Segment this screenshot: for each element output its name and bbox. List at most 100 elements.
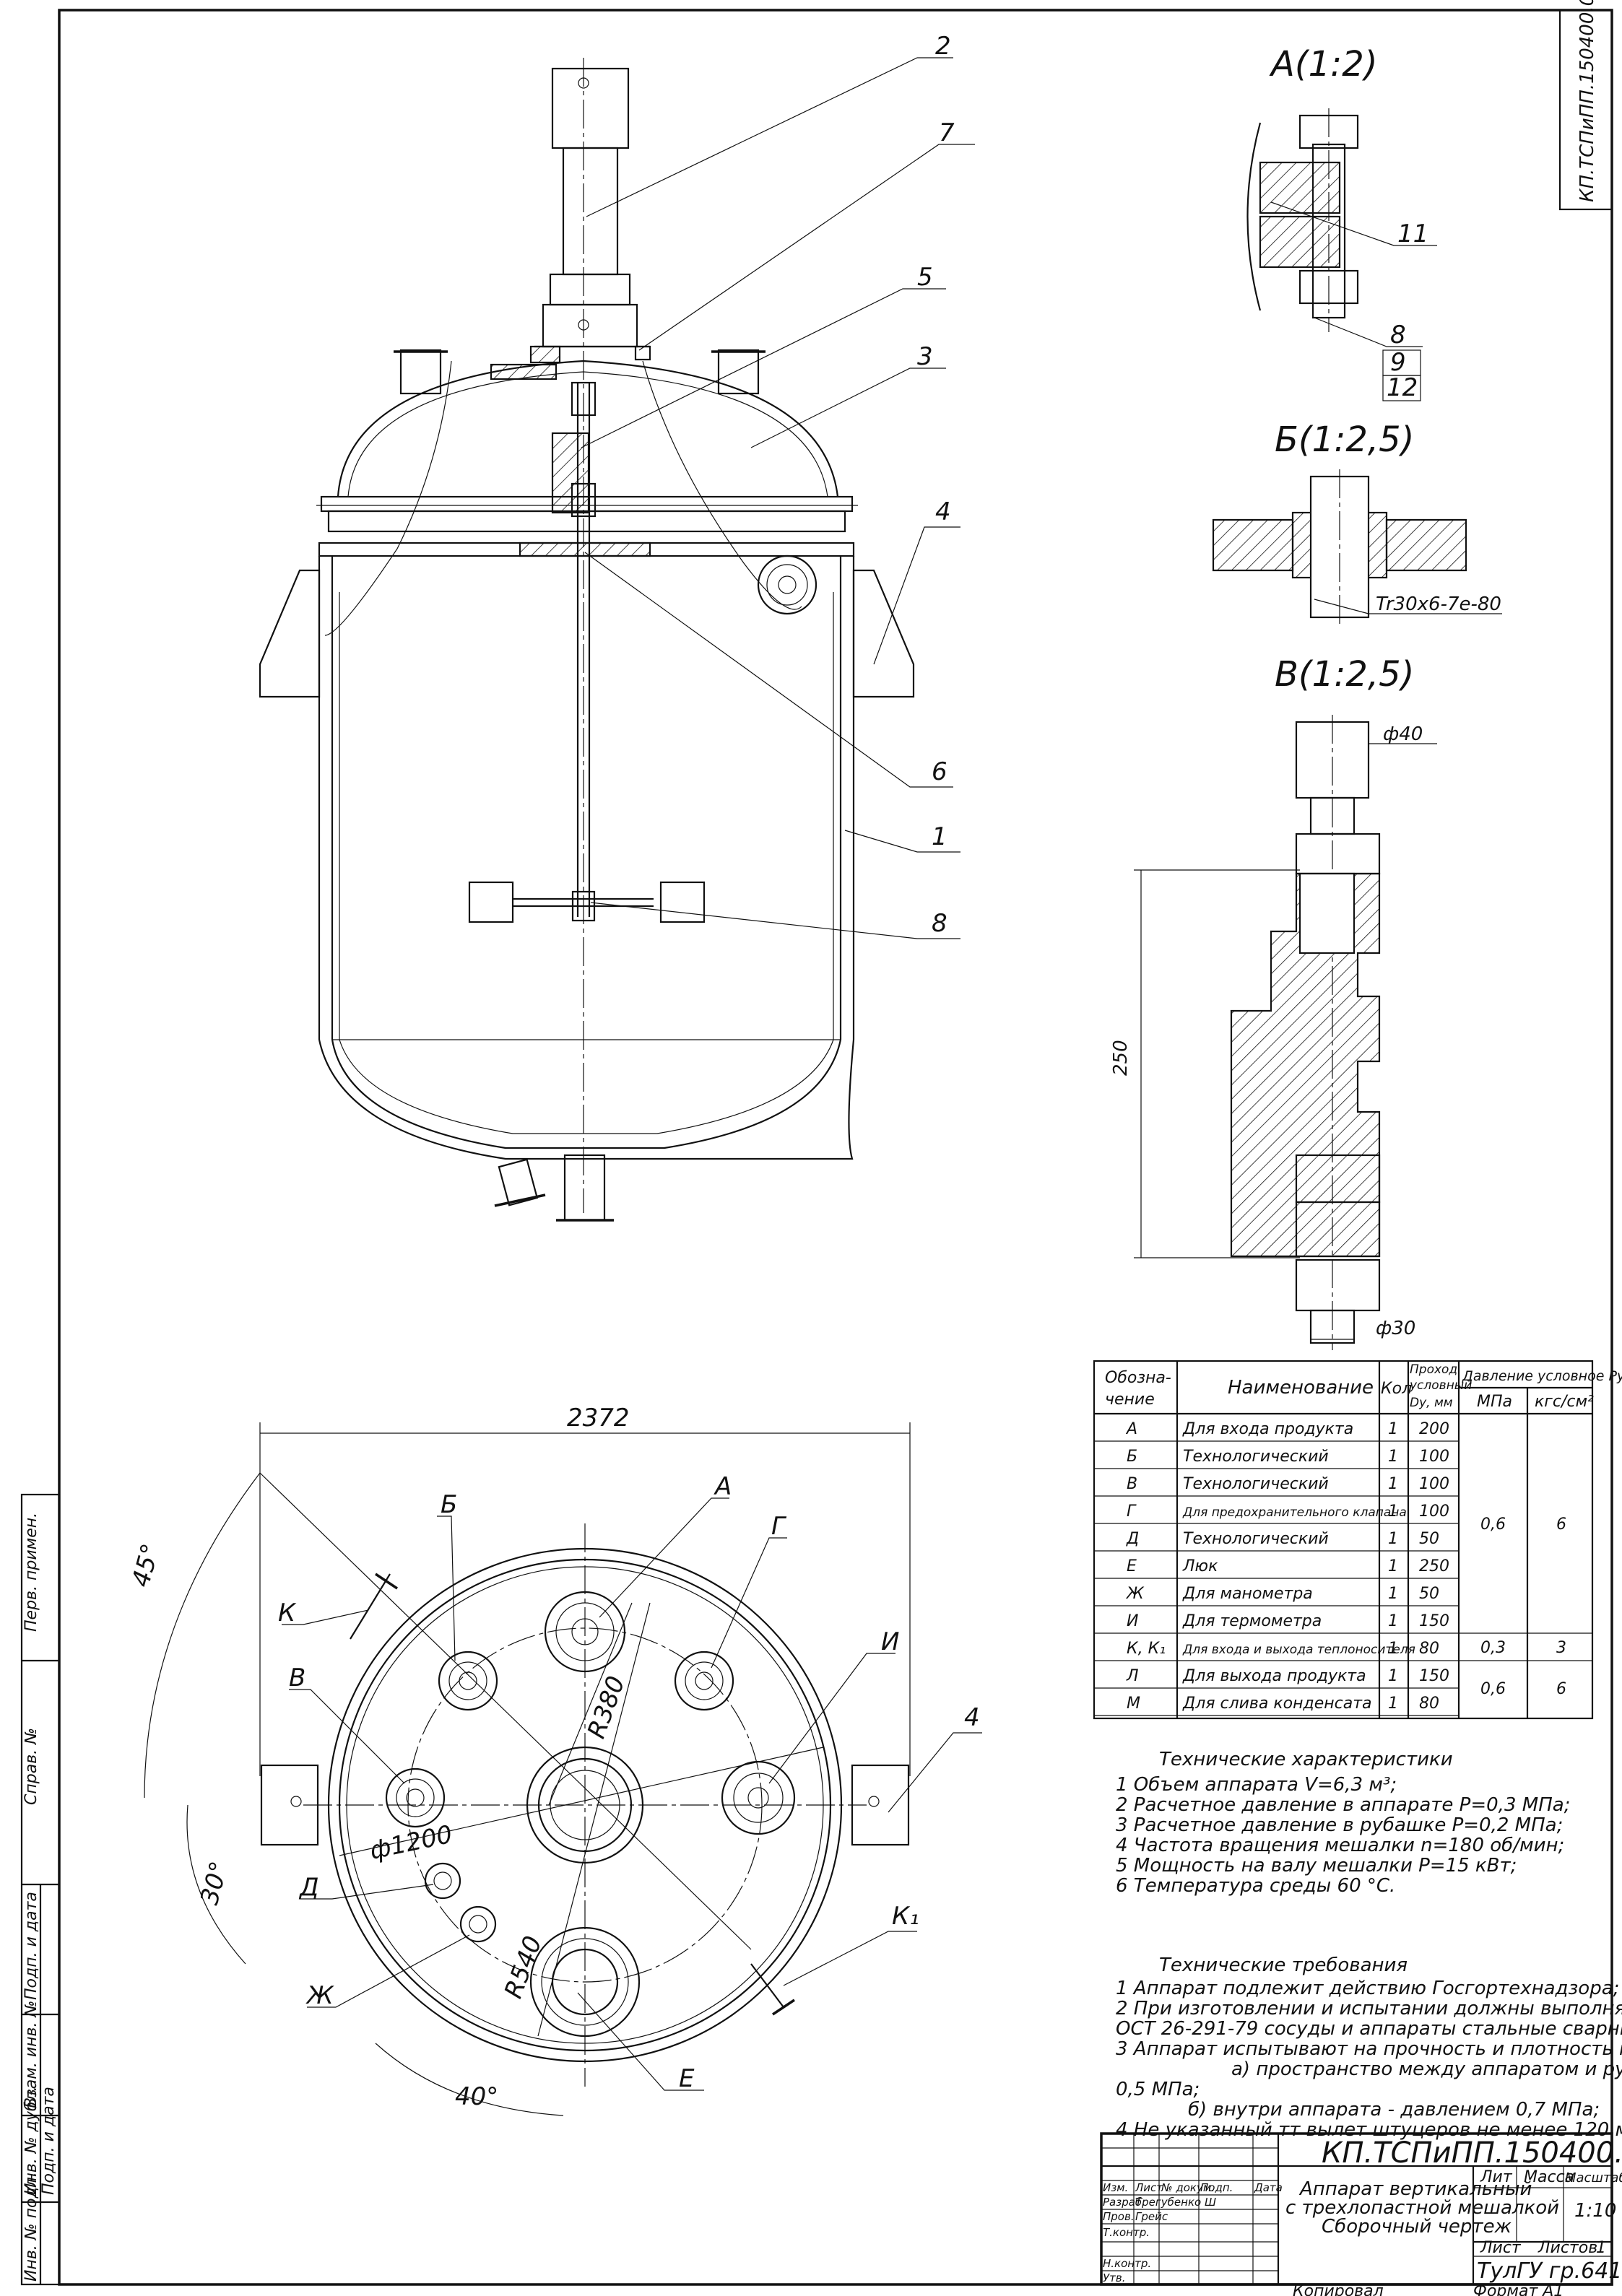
- plan-label-v: В: [289, 1664, 305, 1692]
- view-b-title: Б(1:2,5): [1275, 419, 1414, 460]
- pressure-mpa: 0,6: [1480, 1516, 1506, 1534]
- list-item: 1 Объем аппарата V=6,3 м³;: [1116, 1774, 1397, 1796]
- tech-specs: Технические характеристики 1 Объем аппар…: [1116, 1749, 1570, 1897]
- row-id: И: [1127, 1612, 1138, 1630]
- row-name: Технологический: [1183, 1530, 1329, 1548]
- tb-person-2: Грейс: [1135, 2210, 1168, 2223]
- th-qty: Кол: [1381, 1380, 1412, 1398]
- row-qty: 1: [1388, 1530, 1398, 1548]
- side-stamp-2: Справ. №: [22, 1728, 40, 1805]
- tb-name-3: Сборочный чертеж: [1322, 2216, 1512, 2238]
- row-qty: 1: [1388, 1420, 1398, 1438]
- dim-angle-40: 40°: [455, 2082, 498, 2111]
- row-qty: 1: [1388, 1695, 1398, 1713]
- tb-role-5: Утв.: [1103, 2271, 1126, 2284]
- list-item: 2 Расчетное давление в аппарате P=0,3 МП…: [1116, 1794, 1570, 1816]
- tb-role-1: Разраб.: [1103, 2196, 1145, 2209]
- list-item: ОСТ 26-291-79 сосуды и аппараты стальные…: [1116, 2018, 1622, 2040]
- tech-specs-title: Технические характеристики: [1159, 1749, 1453, 1770]
- callout-7: 7: [939, 118, 955, 147]
- tb-name-2: с трехлопастной мешалкой: [1285, 2197, 1559, 2219]
- tb-code: КП.ТСПиПП.150400.01.00 СБ: [1322, 2136, 1622, 2170]
- row-qty: 1: [1388, 1475, 1398, 1493]
- dim-angle-30: 30°: [195, 1858, 234, 1908]
- th-name: Наименование: [1228, 1377, 1374, 1399]
- row-qty: 1: [1388, 1448, 1398, 1466]
- tb-org: ТулГУ гр.641171/22: [1477, 2258, 1622, 2284]
- row-id: А: [1125, 1420, 1137, 1438]
- plan-label-e: Е: [679, 2064, 695, 2093]
- callout-a-8: 8: [1390, 321, 1406, 349]
- th-designation-1: Обозна-: [1105, 1369, 1171, 1387]
- row-dn: 150: [1419, 1667, 1449, 1685]
- dim-d40: ф40: [1383, 723, 1423, 745]
- th-kgs: кгс/см²: [1535, 1393, 1594, 1411]
- list-item: 6 Температура среды 60 °С.: [1116, 1875, 1395, 1897]
- pressure-kgs: 6: [1556, 1680, 1566, 1698]
- list-item: 3 Расчетное давление в рубашке P=0,2 МПа…: [1116, 1814, 1563, 1836]
- row-dn: 200: [1419, 1420, 1449, 1438]
- tb-sheets-label: Листов: [1538, 2239, 1597, 2257]
- plan-label-g: Г: [771, 1512, 787, 1541]
- callout-5: 5: [917, 263, 933, 292]
- plan-label-k1: К₁: [892, 1902, 919, 1931]
- row-id: К, К₁: [1127, 1640, 1166, 1658]
- title-block: КП.ТСПиПП.150400.01.00 СБ Аппарат вертик…: [1100, 2132, 1622, 2296]
- tb-sheets: 1: [1596, 2239, 1606, 2257]
- tb-name-1: Аппарат вертикальный: [1298, 2178, 1532, 2200]
- list-item: а) пространство между аппаратом и рубашк…: [1231, 2058, 1622, 2080]
- dim-thread: Tr30x6-7e-80: [1376, 593, 1501, 615]
- callout-a-9: 9: [1390, 348, 1406, 377]
- list-item: б) внутри аппарата - давлением 0,7 МПа;: [1188, 2099, 1600, 2121]
- callout-2: 2: [935, 32, 951, 61]
- row-qty: 1: [1388, 1585, 1398, 1603]
- row-dn: 80: [1419, 1640, 1439, 1658]
- th-passage-3: Dу, мм: [1410, 1396, 1453, 1410]
- row-name: Технологический: [1183, 1475, 1329, 1493]
- row-dn: 100: [1419, 1475, 1449, 1493]
- pressure-mpa: 0,6: [1480, 1680, 1506, 1698]
- th-mpa: МПа: [1477, 1393, 1512, 1411]
- side-stamps: Перв. примен. Справ. № Подп. и дата Взам…: [22, 1513, 58, 2282]
- row-qty: 1: [1388, 1503, 1398, 1521]
- dim-angle-45: 45°: [126, 1541, 165, 1591]
- callout-1: 1: [932, 822, 947, 851]
- plan-label-i: И: [881, 1627, 899, 1656]
- tb-lit: Лит: [1480, 2168, 1513, 2186]
- row-dn: 150: [1419, 1612, 1449, 1630]
- row-name: Технологический: [1183, 1448, 1329, 1466]
- row-qty: 1: [1388, 1667, 1398, 1685]
- list-item: 4 Частота вращения мешалки n=180 об/мин;: [1116, 1835, 1564, 1856]
- corner-doc-code: КП.ТСПиПП.150400.01.00 СБ: [1577, 0, 1598, 202]
- plan-label-zh: Ж: [305, 1981, 334, 2010]
- row-name: Для предохранительного клапана: [1182, 1505, 1407, 1520]
- row-name: Для входа и выхода теплоносителя: [1182, 1643, 1415, 1657]
- list-item: 4 Не указанный тт вылет штуцеров не мене…: [1116, 2119, 1622, 2141]
- row-id: Л: [1126, 1667, 1139, 1685]
- dim-2372: 2372: [567, 1404, 630, 1432]
- row-name: Для манометра: [1182, 1585, 1313, 1603]
- row-id: В: [1127, 1475, 1137, 1493]
- th-pressure: Давление условное Pу: [1462, 1368, 1622, 1384]
- th-designation-2: чение: [1105, 1391, 1155, 1409]
- row-qty: 1: [1388, 1640, 1398, 1658]
- tb-sign: Подп.: [1200, 2181, 1233, 2194]
- row-qty: 1: [1388, 1612, 1398, 1630]
- vessel-front-view: [259, 58, 915, 1222]
- view-a: А(1:2) 11 8 9 12: [1246, 44, 1437, 402]
- list-item: 2 При изготовлении и испытании должны вы…: [1116, 1998, 1622, 2019]
- table-row: В Технологический 1 100: [1094, 1475, 1459, 1497]
- row-dn: 100: [1419, 1448, 1449, 1466]
- row-qty: 1: [1388, 1557, 1398, 1575]
- row-id: М: [1127, 1695, 1140, 1713]
- view-a-title: А(1:2): [1269, 44, 1378, 84]
- pressure-kgs: 3: [1556, 1639, 1566, 1657]
- row-id: Е: [1127, 1557, 1137, 1575]
